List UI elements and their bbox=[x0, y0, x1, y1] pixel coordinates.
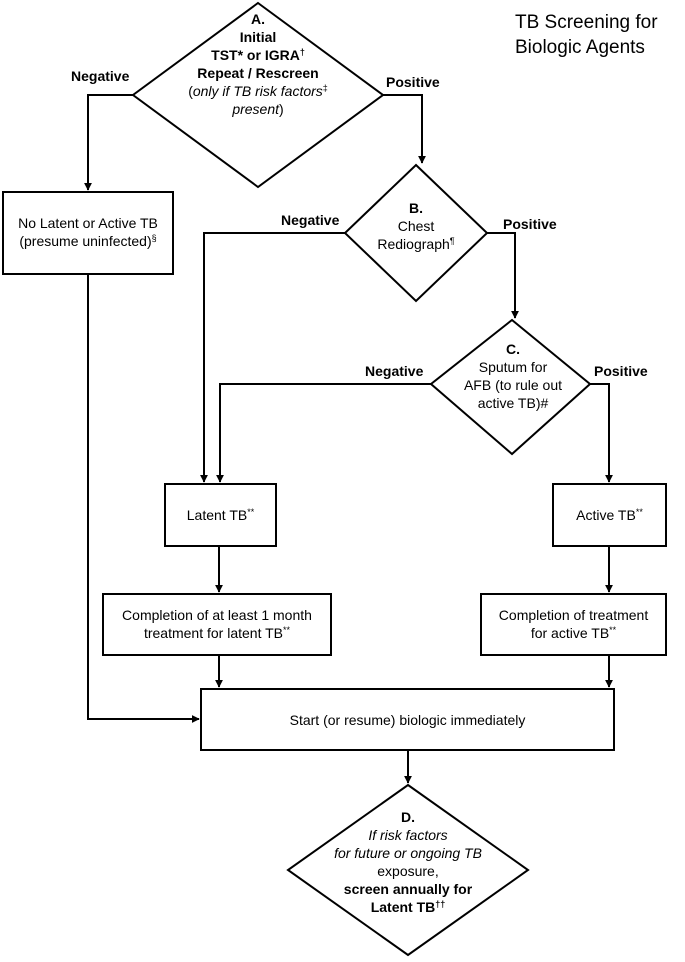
latent-tb-label: Latent TB bbox=[186, 507, 248, 523]
decision-d-line-5: Latent TB†† bbox=[318, 898, 498, 916]
decision-d-line-3: exposure, bbox=[377, 863, 439, 879]
latent-tb-sup: ** bbox=[247, 507, 255, 517]
edge-label-b-negative: Negative bbox=[281, 212, 340, 228]
decision-a-line-3: Repeat / Rescreen bbox=[197, 65, 319, 81]
latent-treatment-text: Completion of at least 1 month treatment… bbox=[103, 606, 331, 642]
active-tb-text: Active TB** bbox=[553, 506, 666, 524]
decision-a-line-4-text: only if TB risk factors bbox=[192, 83, 323, 99]
decision-b-line-2-sup: ¶ bbox=[449, 236, 455, 246]
decision-a-line-5-text: present bbox=[232, 101, 280, 117]
no-tb-line-2-sup: § bbox=[151, 233, 157, 243]
no-tb-line-1: No Latent or Active TB bbox=[18, 215, 158, 231]
decision-a-line-2: TST* or IGRA† bbox=[158, 46, 358, 64]
decision-c-diamond bbox=[429, 318, 592, 456]
active-tb-sup: ** bbox=[635, 507, 643, 517]
decision-a-text: A. Initial TST* or IGRA† Repeat / Rescre… bbox=[158, 10, 358, 118]
decision-c-letter: C. bbox=[506, 341, 520, 357]
decision-a-line-5: present) bbox=[158, 100, 358, 118]
decision-c-line-3: active TB)# bbox=[477, 395, 549, 411]
edge-b-negative bbox=[200, 232, 345, 483]
decision-a-line-5-close: ) bbox=[279, 101, 284, 117]
decision-d-letter: D. bbox=[401, 809, 415, 825]
decision-d-line-1: If risk factors bbox=[368, 827, 448, 843]
edge-label-c-positive: Positive bbox=[594, 363, 648, 379]
title-line-1: TB Screening for bbox=[515, 12, 658, 33]
active-tb-label: Active TB bbox=[576, 507, 636, 523]
latent-treatment-line-2: treatment for latent TB** bbox=[103, 624, 331, 642]
decision-a-line-4-open: ( bbox=[188, 83, 193, 99]
decision-b-line-1: Chest bbox=[397, 218, 435, 234]
start-biologic-text: Start (or resume) biologic immediately bbox=[289, 712, 526, 728]
title-line-2: Biologic Agents bbox=[515, 37, 645, 58]
decision-a-line-4: (only if TB risk factors‡ bbox=[158, 82, 358, 100]
no-tb-line-2: (presume uninfected)§ bbox=[3, 232, 173, 250]
active-treatment-text: Completion of treatment for active TB** bbox=[481, 606, 666, 642]
decision-b-line-2: Rediograph¶ bbox=[356, 235, 476, 253]
edge-a-positive bbox=[383, 94, 426, 164]
active-treatment-line-1: Completion of treatment bbox=[498, 607, 649, 623]
active-treatment-line-2: for active TB** bbox=[481, 624, 666, 642]
decision-c-line-1: Sputum for bbox=[478, 359, 548, 375]
decision-d-line-5-sup: †† bbox=[435, 899, 446, 909]
decision-a-line-1: Initial bbox=[239, 29, 277, 45]
decision-a-letter: A. bbox=[251, 11, 265, 27]
latent-treatment-line-1: Completion of at least 1 month bbox=[122, 607, 312, 623]
edge-label-b-positive: Positive bbox=[503, 216, 557, 232]
decision-d-text: D. If risk factors for future or ongoing… bbox=[318, 808, 498, 916]
decision-b-text: B. Chest Rediograph¶ bbox=[356, 199, 476, 253]
edge-label-a-negative: Negative bbox=[71, 68, 130, 84]
decision-d-diamond bbox=[286, 783, 530, 957]
edge-label-a-positive: Positive bbox=[386, 74, 440, 90]
latent-tb-box bbox=[164, 483, 277, 547]
latent-treatment-line-2-sup: ** bbox=[283, 625, 291, 635]
decision-c-line-2: AFB (to rule out bbox=[463, 377, 563, 393]
decision-d-line-4: screen annually for bbox=[343, 881, 473, 897]
edge-c-positive bbox=[590, 383, 613, 483]
decision-b-diamond bbox=[343, 163, 489, 303]
edge-a-negative bbox=[84, 94, 133, 191]
active-treatment-line-2-text: for active TB bbox=[530, 625, 610, 641]
decision-c-text: C. Sputum for AFB (to rule out active TB… bbox=[446, 340, 580, 412]
decision-d-line-2: for future or ongoing TB bbox=[334, 845, 482, 861]
edge-no-tb-to-start bbox=[87, 274, 200, 723]
decision-a-diamond bbox=[131, 1, 385, 189]
latent-treatment-box bbox=[102, 593, 332, 656]
decision-a-line-2-text: TST* or IGRA bbox=[211, 47, 300, 63]
decision-b-line-2-text: Rediograph bbox=[377, 236, 450, 252]
active-treatment-line-2-sup: ** bbox=[609, 625, 617, 635]
diagram-title: TB Screening for Biologic Agents bbox=[515, 10, 680, 60]
decision-d-line-5-text: Latent TB bbox=[370, 899, 436, 915]
edge-c-negative bbox=[216, 383, 431, 483]
active-treatment-box bbox=[480, 593, 667, 656]
decision-a-line-4-sup: ‡ bbox=[322, 83, 328, 93]
latent-tb-text: Latent TB** bbox=[165, 506, 276, 524]
edge-label-c-negative: Negative bbox=[365, 363, 424, 379]
no-tb-text: No Latent or Active TB (presume uninfect… bbox=[3, 214, 173, 250]
no-tb-line-2-text: (presume uninfected) bbox=[19, 233, 152, 249]
decision-a-line-2-sup: † bbox=[299, 47, 305, 57]
edge-b-positive bbox=[487, 232, 519, 319]
latent-treatment-line-2-text: treatment for latent TB bbox=[143, 625, 283, 641]
decision-b-letter: B. bbox=[409, 200, 423, 216]
